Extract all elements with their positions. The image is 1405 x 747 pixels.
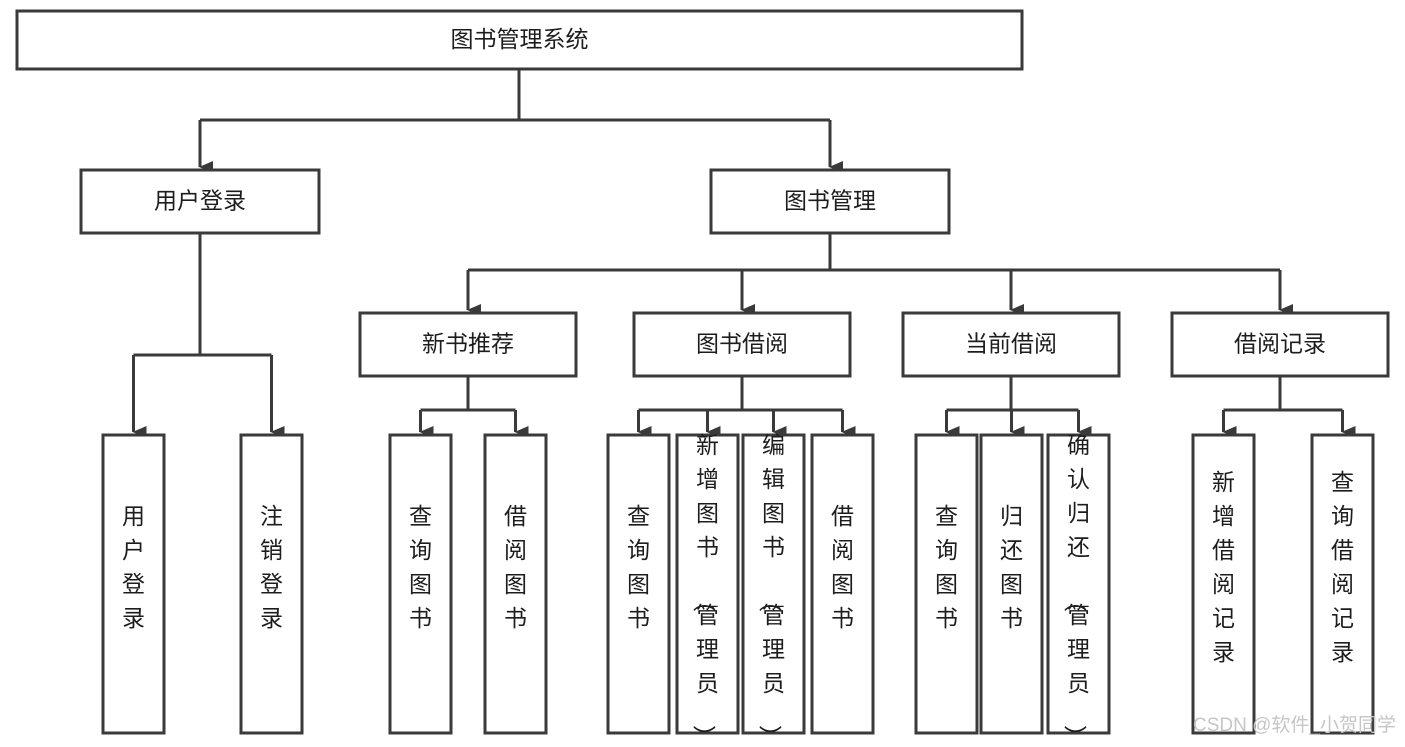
- node-root-0[interactable]: 图书管理系统: [15, 9, 1024, 71]
- node-box[interactable]: [15, 9, 1024, 71]
- node-label: 新书推荐: [422, 331, 514, 357]
- node-label: 图书管理系统: [451, 26, 589, 52]
- node-box[interactable]: [388, 433, 453, 735]
- node-label: 新增借阅记录: [1212, 469, 1235, 665]
- node-label: 查询借阅记录: [1331, 469, 1354, 665]
- node-box[interactable]: [709, 168, 951, 235]
- node-box[interactable]: [358, 311, 578, 378]
- node-box[interactable]: [675, 433, 740, 735]
- node-label: 图书管理: [784, 188, 876, 214]
- connector-layer: [132, 69, 1356, 438]
- node-box[interactable]: [101, 433, 166, 735]
- leaf-node-3-借阅图书[interactable]: 借阅图书: [483, 433, 548, 735]
- leaf-node-2-查询图书[interactable]: 查询图书: [388, 433, 453, 735]
- node-box[interactable]: [606, 433, 671, 735]
- leaf-node-8-查询图书[interactable]: 查询图书: [914, 433, 979, 735]
- node-box[interactable]: [901, 311, 1121, 378]
- node-box[interactable]: [1310, 433, 1375, 735]
- node-label: 当前借阅: [965, 331, 1057, 357]
- node-level3-1[interactable]: 图书借阅: [632, 311, 852, 378]
- node-label: 用户登录: [122, 503, 145, 631]
- leaf-node-11-新增借阅记录[interactable]: 新增借阅记录: [1191, 433, 1256, 735]
- node-level3-2[interactable]: 当前借阅: [901, 311, 1121, 378]
- node-label: 查询图书: [627, 503, 650, 631]
- node-box[interactable]: [741, 433, 806, 735]
- leaf-node-10-确认归还管理员[interactable]: 确认归还（管理员）: [1046, 432, 1111, 747]
- node-label: 归还图书: [1000, 503, 1023, 631]
- leaf-node-5-新增图书管理员[interactable]: 新增图书（管理员）: [675, 432, 740, 747]
- node-level3-3[interactable]: 借阅记录: [1170, 311, 1390, 378]
- node-label: 查询图书: [935, 503, 958, 631]
- node-box[interactable]: [483, 433, 548, 735]
- node-box[interactable]: [914, 433, 979, 735]
- node-level3-0[interactable]: 新书推荐: [358, 311, 578, 378]
- node-label: 借阅图书: [504, 503, 527, 631]
- leaf-node-6-编辑图书管理员[interactable]: 编辑图书（管理员）: [741, 432, 806, 747]
- node-level2-1[interactable]: 图书管理: [709, 168, 951, 235]
- leaf-node-4-查询图书[interactable]: 查询图书: [606, 433, 671, 735]
- node-level2-0[interactable]: 用户登录: [79, 168, 321, 235]
- node-label: 借阅记录: [1234, 331, 1326, 357]
- node-label: 借阅图书: [831, 503, 854, 631]
- node-box[interactable]: [632, 311, 852, 378]
- node-label: 注销登录: [260, 503, 283, 631]
- watermark-label: CSDN @软件_小贺同学: [1193, 714, 1396, 736]
- node-label: 编辑图书（管理员）: [757, 432, 785, 747]
- node-label: 查询图书: [409, 503, 432, 631]
- leaf-node-0-用户登录[interactable]: 用户登录: [101, 433, 166, 735]
- leaf-node-12-查询借阅记录[interactable]: 查询借阅记录: [1310, 433, 1375, 735]
- node-box[interactable]: [1191, 433, 1256, 735]
- leaf-node-7-借阅图书[interactable]: 借阅图书: [810, 433, 875, 735]
- node-box[interactable]: [79, 168, 321, 235]
- node-box[interactable]: [810, 433, 875, 735]
- node-box[interactable]: [1046, 433, 1111, 735]
- node-label: 新增图书（管理员）: [691, 432, 719, 747]
- node-box[interactable]: [979, 433, 1044, 735]
- node-label: 用户登录: [154, 188, 246, 214]
- node-label: 确认归还（管理员）: [1062, 432, 1090, 747]
- leaf-node-9-归还图书[interactable]: 归还图书: [979, 433, 1044, 735]
- leaf-node-1-注销登录[interactable]: 注销登录: [239, 433, 304, 735]
- node-layer: 图书管理系统用户登录图书管理新书推荐图书借阅当前借阅借阅记录用户登录注销登录查询…: [15, 9, 1390, 747]
- node-label: 图书借阅: [696, 331, 788, 357]
- node-box[interactable]: [1170, 311, 1390, 378]
- node-box[interactable]: [239, 433, 304, 735]
